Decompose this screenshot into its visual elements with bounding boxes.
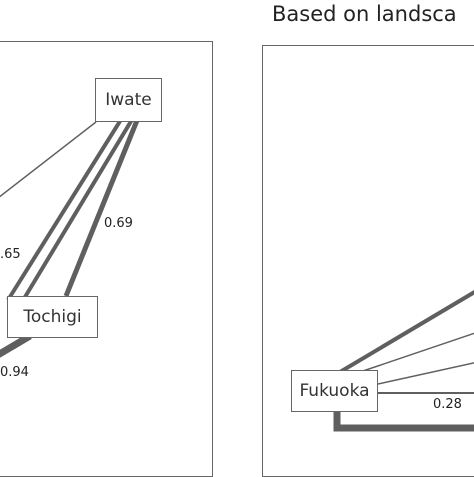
edge-iwate-down xyxy=(63,117,141,297)
edge-fukuoka-up-a xyxy=(338,290,474,374)
edge-iwate-tochigi-a xyxy=(6,116,124,302)
edge-fukuoka-right-thin xyxy=(377,362,474,385)
edge-weight-label: .65 xyxy=(0,247,21,262)
edge-fukuoka-up-b xyxy=(359,332,474,373)
edge-iwate-tochigi-b xyxy=(20,116,135,304)
edge-iwate-left-thin xyxy=(0,121,97,198)
node-fukuoka: Fukuoka xyxy=(291,370,378,412)
node-tochigi: Tochigi xyxy=(7,296,98,338)
edge-tochigi-left-thick xyxy=(0,332,32,358)
edge-weight-label: 0.94 xyxy=(0,365,29,380)
panel-title: Based on landsca xyxy=(272,2,457,26)
edge-weight-label: 0.69 xyxy=(104,216,133,231)
edge-fukuoka-bottom-thick xyxy=(333,412,474,432)
edge-weight-label: 0.28 xyxy=(433,397,462,412)
node-iwate: Iwate xyxy=(95,78,162,122)
